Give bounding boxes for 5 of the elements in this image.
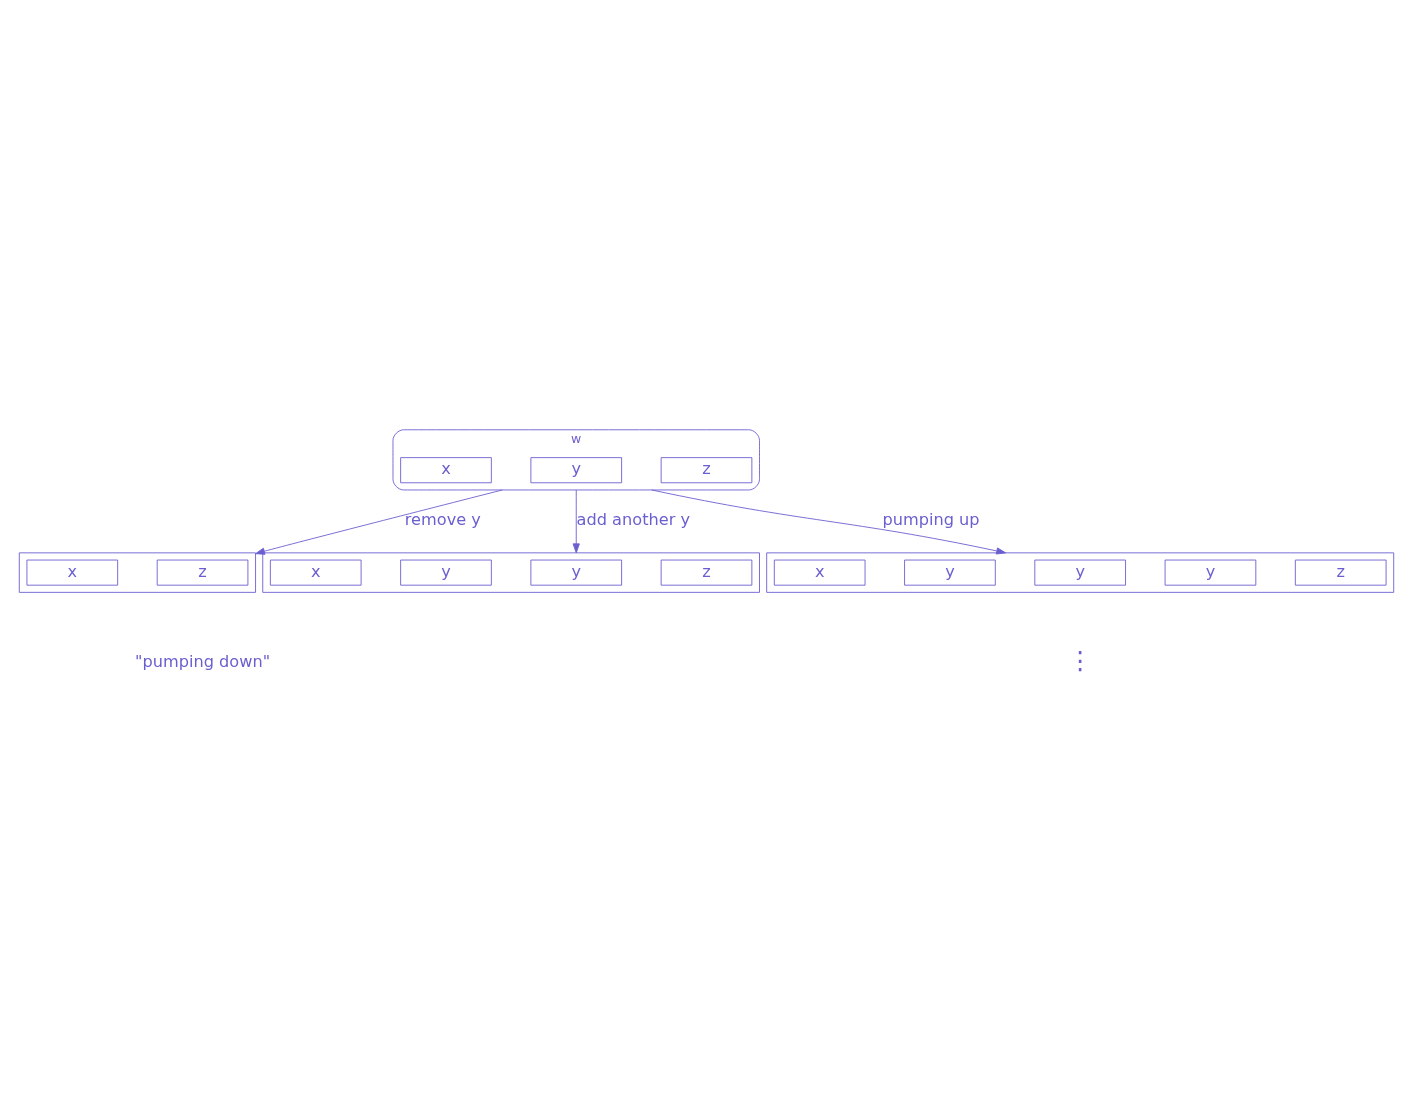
node-label: "pumping down" <box>135 651 271 671</box>
edge-label: add another y <box>576 510 691 530</box>
label: ⋮ <box>1067 646 1093 676</box>
edge-label: remove y <box>404 510 481 530</box>
edge-label: pumping up <box>882 510 980 530</box>
